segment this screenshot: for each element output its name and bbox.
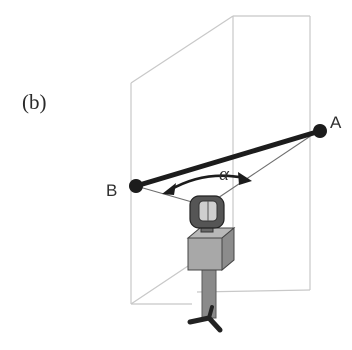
point-b-label: B (106, 181, 117, 200)
point-a-dot (313, 124, 327, 138)
sight-line-a (205, 130, 319, 207)
bar-ab (133, 128, 323, 189)
tripod-leg-right (206, 315, 223, 333)
tripod-leg-left (187, 315, 212, 325)
room-frame (130, 15, 311, 305)
point-b-dot (129, 179, 143, 193)
arc-arrow-right-icon (238, 172, 252, 185)
angle-arc (162, 172, 252, 195)
tripod-leg-back (207, 305, 214, 320)
point-a-label: A (330, 113, 342, 132)
camera-body-front (187, 237, 223, 271)
panel-label: (b) (22, 90, 47, 114)
angle-alpha-label: α (219, 164, 230, 185)
arc-arrow-left-icon (162, 183, 176, 195)
angle-arc-path (169, 174, 245, 192)
camera-on-tripod-icon (186, 195, 236, 333)
frame-top-diagonal (130, 15, 234, 84)
